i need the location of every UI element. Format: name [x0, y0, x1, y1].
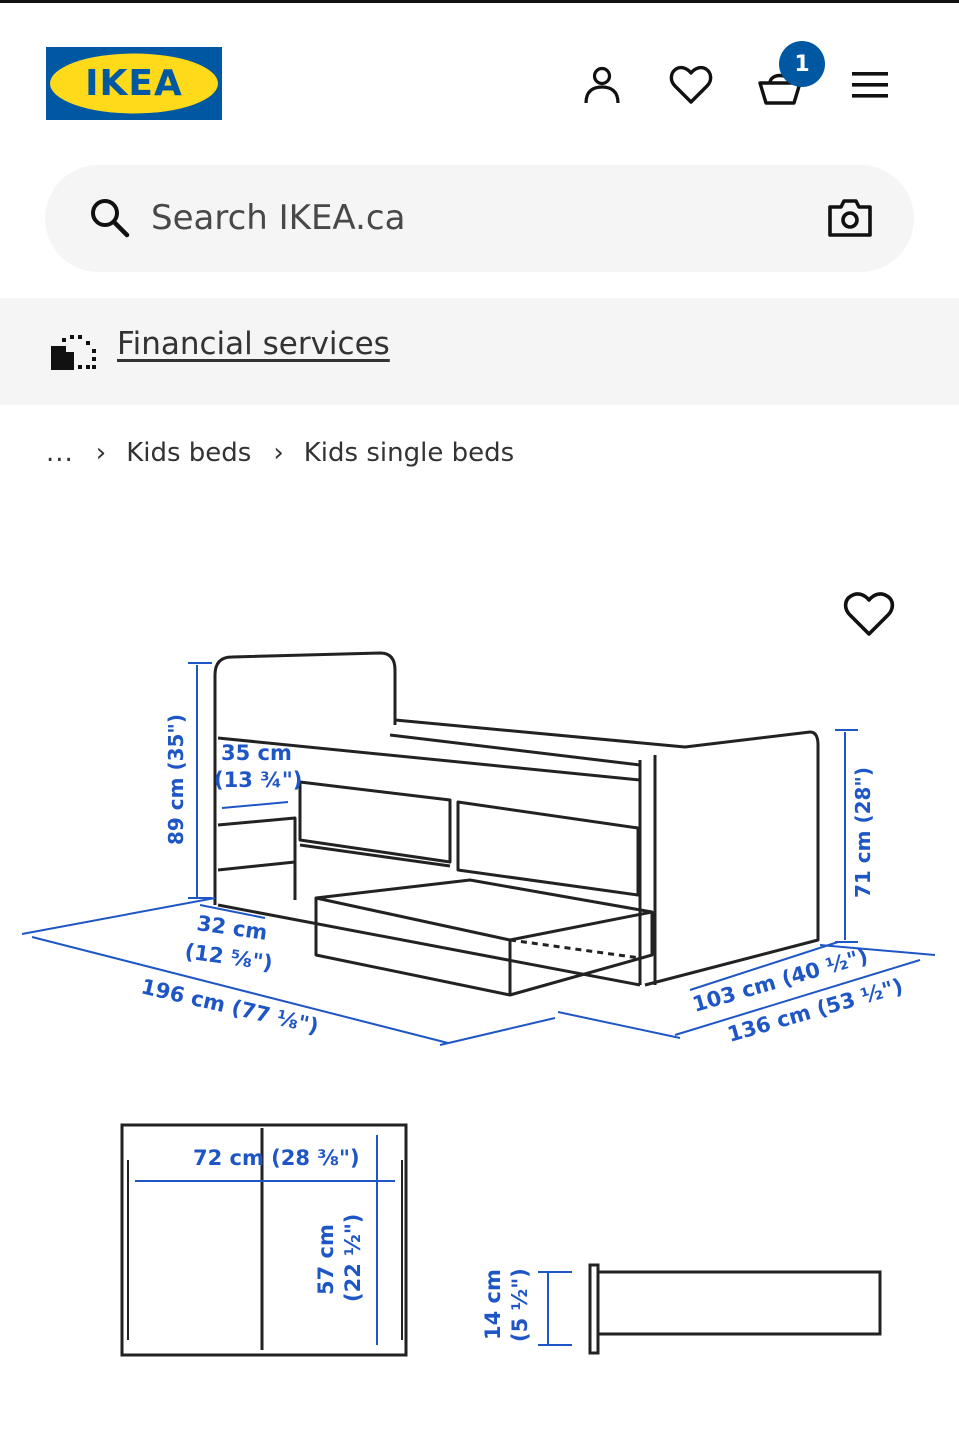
site-header: IKEA 1: [0, 3, 959, 158]
length-label: 196 cm (77 ⅛"): [139, 974, 321, 1038]
product-dimension-image[interactable]: 89 cm (35") 35 cm (13 ¾") 71 cm (28") 19…: [0, 540, 959, 1420]
financial-services-link[interactable]: Financial services: [117, 326, 390, 362]
drawer-depth-in-label: (12 ⅝"): [183, 939, 274, 975]
drawer-width-label: 72 cm (28 ⅜"): [193, 1146, 360, 1170]
camera-icon[interactable]: [827, 197, 873, 239]
financial-services-banner: Financial services: [0, 298, 959, 405]
dimension-lines: [21, 662, 936, 1046]
chevron-right-icon: ›: [95, 438, 107, 468]
favourite-heart-icon[interactable]: [842, 588, 896, 640]
search-icon[interactable]: [87, 195, 133, 241]
ikea-logo[interactable]: IKEA: [46, 47, 222, 120]
drawer-height-in-label: (5 ½"): [508, 1268, 532, 1342]
breadcrumb-item-kids-beds[interactable]: Kids beds: [126, 438, 252, 468]
drawer-length-cm-label: 57 cm: [314, 1224, 338, 1295]
profile-icon: [584, 66, 620, 104]
financial-services-icon: [51, 335, 96, 370]
shelf-depth-in-label: (13 ¾"): [214, 768, 302, 792]
top-border: [0, 0, 959, 3]
footboard-height-label: 71 cm (28"): [851, 767, 875, 898]
drawer-height-cm-label: 14 cm: [481, 1269, 505, 1340]
favourites-button[interactable]: [665, 59, 717, 111]
drawer-top-view: [120, 1123, 408, 1357]
search-input[interactable]: [151, 187, 791, 249]
breadcrumb-ellipsis[interactable]: ...: [46, 438, 74, 468]
logo-text: IKEA: [85, 63, 183, 104]
chevron-right-icon: ›: [273, 438, 284, 468]
bed-drawing: [213, 651, 820, 997]
drawer-height-lines: [538, 1271, 572, 1346]
height-total-label: 89 cm (35"): [164, 714, 188, 845]
menu-button[interactable]: [844, 59, 896, 111]
profile-button[interactable]: [576, 59, 628, 111]
breadcrumb: ... › Kids beds › Kids single beds: [46, 433, 514, 473]
shelf-depth-cm-label: 35 cm: [221, 741, 292, 765]
drawer-length-in-label: (22 ½"): [341, 1214, 365, 1302]
drawer-dimension-lines: [135, 1135, 395, 1345]
breadcrumb-item-kids-single-beds[interactable]: Kids single beds: [303, 438, 515, 468]
menu-icon: [852, 72, 888, 98]
heart-icon: [669, 65, 713, 104]
cart-count-badge: 1: [779, 41, 825, 87]
drawer-side-view: [588, 1263, 882, 1355]
search-bar[interactable]: [45, 165, 914, 272]
